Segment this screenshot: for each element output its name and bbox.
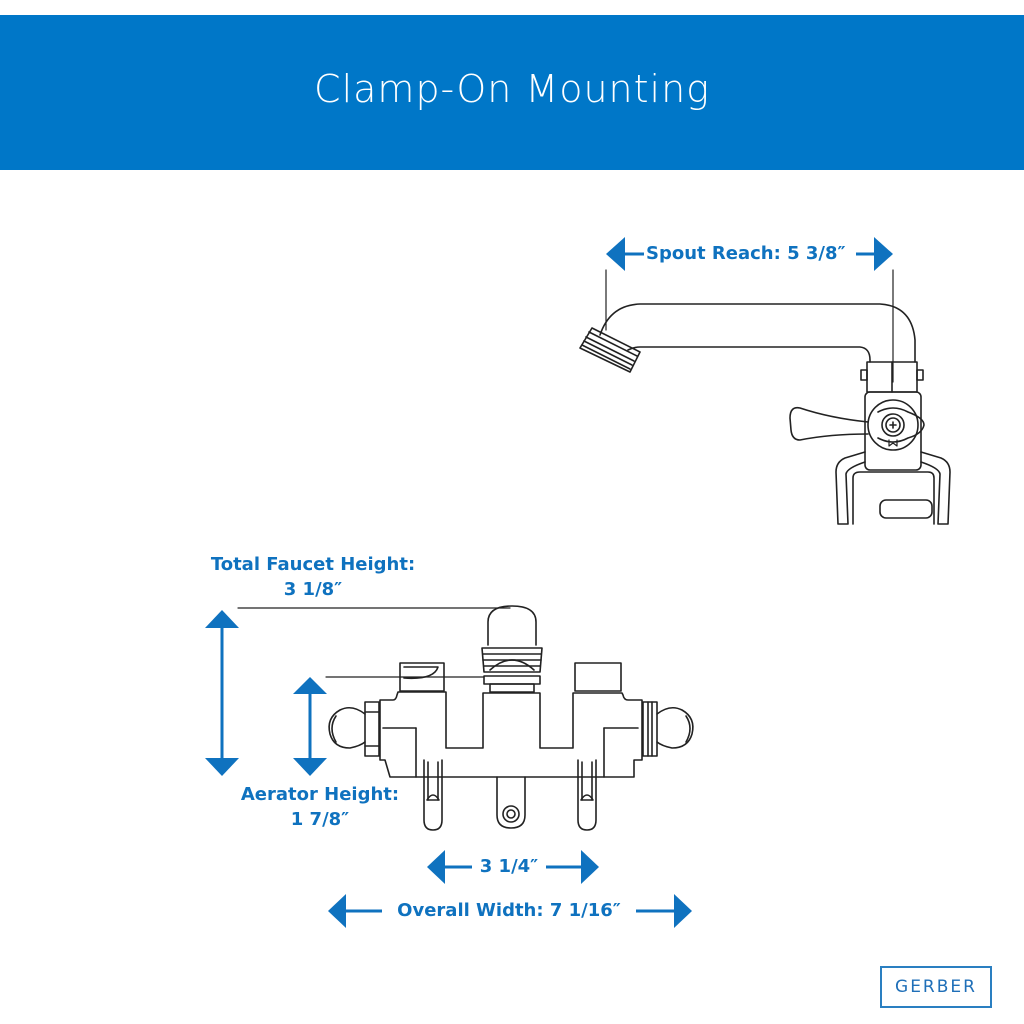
right-riser <box>574 662 622 692</box>
total-height-value: 3 1/8″ <box>283 579 343 600</box>
aerator-height-arrow <box>293 677 327 776</box>
right-leg <box>577 759 597 831</box>
spout-aerator <box>579 327 641 373</box>
spout-reach-arrow <box>606 237 893 271</box>
overall-width-label: Overall Width: 7 1/16″ <box>397 900 621 921</box>
side-view-drawing <box>579 269 951 525</box>
aerator-height-label: Aerator Height: <box>240 784 400 805</box>
clamp-bracket <box>835 451 866 525</box>
left-leg <box>423 759 443 831</box>
total-height-arrow <box>205 610 239 776</box>
spout <box>599 303 916 363</box>
faucet-body <box>379 691 643 778</box>
center-tab <box>496 776 526 829</box>
gerber-logo: GERBER <box>880 966 992 1008</box>
front-view-drawing <box>237 605 694 831</box>
center-width-arrow <box>427 850 599 884</box>
valve-body <box>864 391 922 471</box>
center-width-label: 3 1/4″ <box>479 856 539 877</box>
aerator-height-value: 1 7/8″ <box>290 809 350 830</box>
lever-handle <box>789 406 869 441</box>
total-height-label: Total Faucet Height: <box>210 554 416 575</box>
spout-reach-label: Spout Reach: 5 3/8″ <box>646 243 846 264</box>
front-aerator-dome <box>487 605 537 646</box>
header-banner: Clamp-On Mounting <box>0 15 1024 170</box>
overall-width-arrow <box>328 894 692 928</box>
clamp-screw <box>879 499 933 519</box>
logo-text: GERBER <box>895 977 977 997</box>
right-knob <box>656 706 694 749</box>
left-knob <box>328 706 366 749</box>
page-title: Clamp-On Mounting <box>314 66 710 111</box>
